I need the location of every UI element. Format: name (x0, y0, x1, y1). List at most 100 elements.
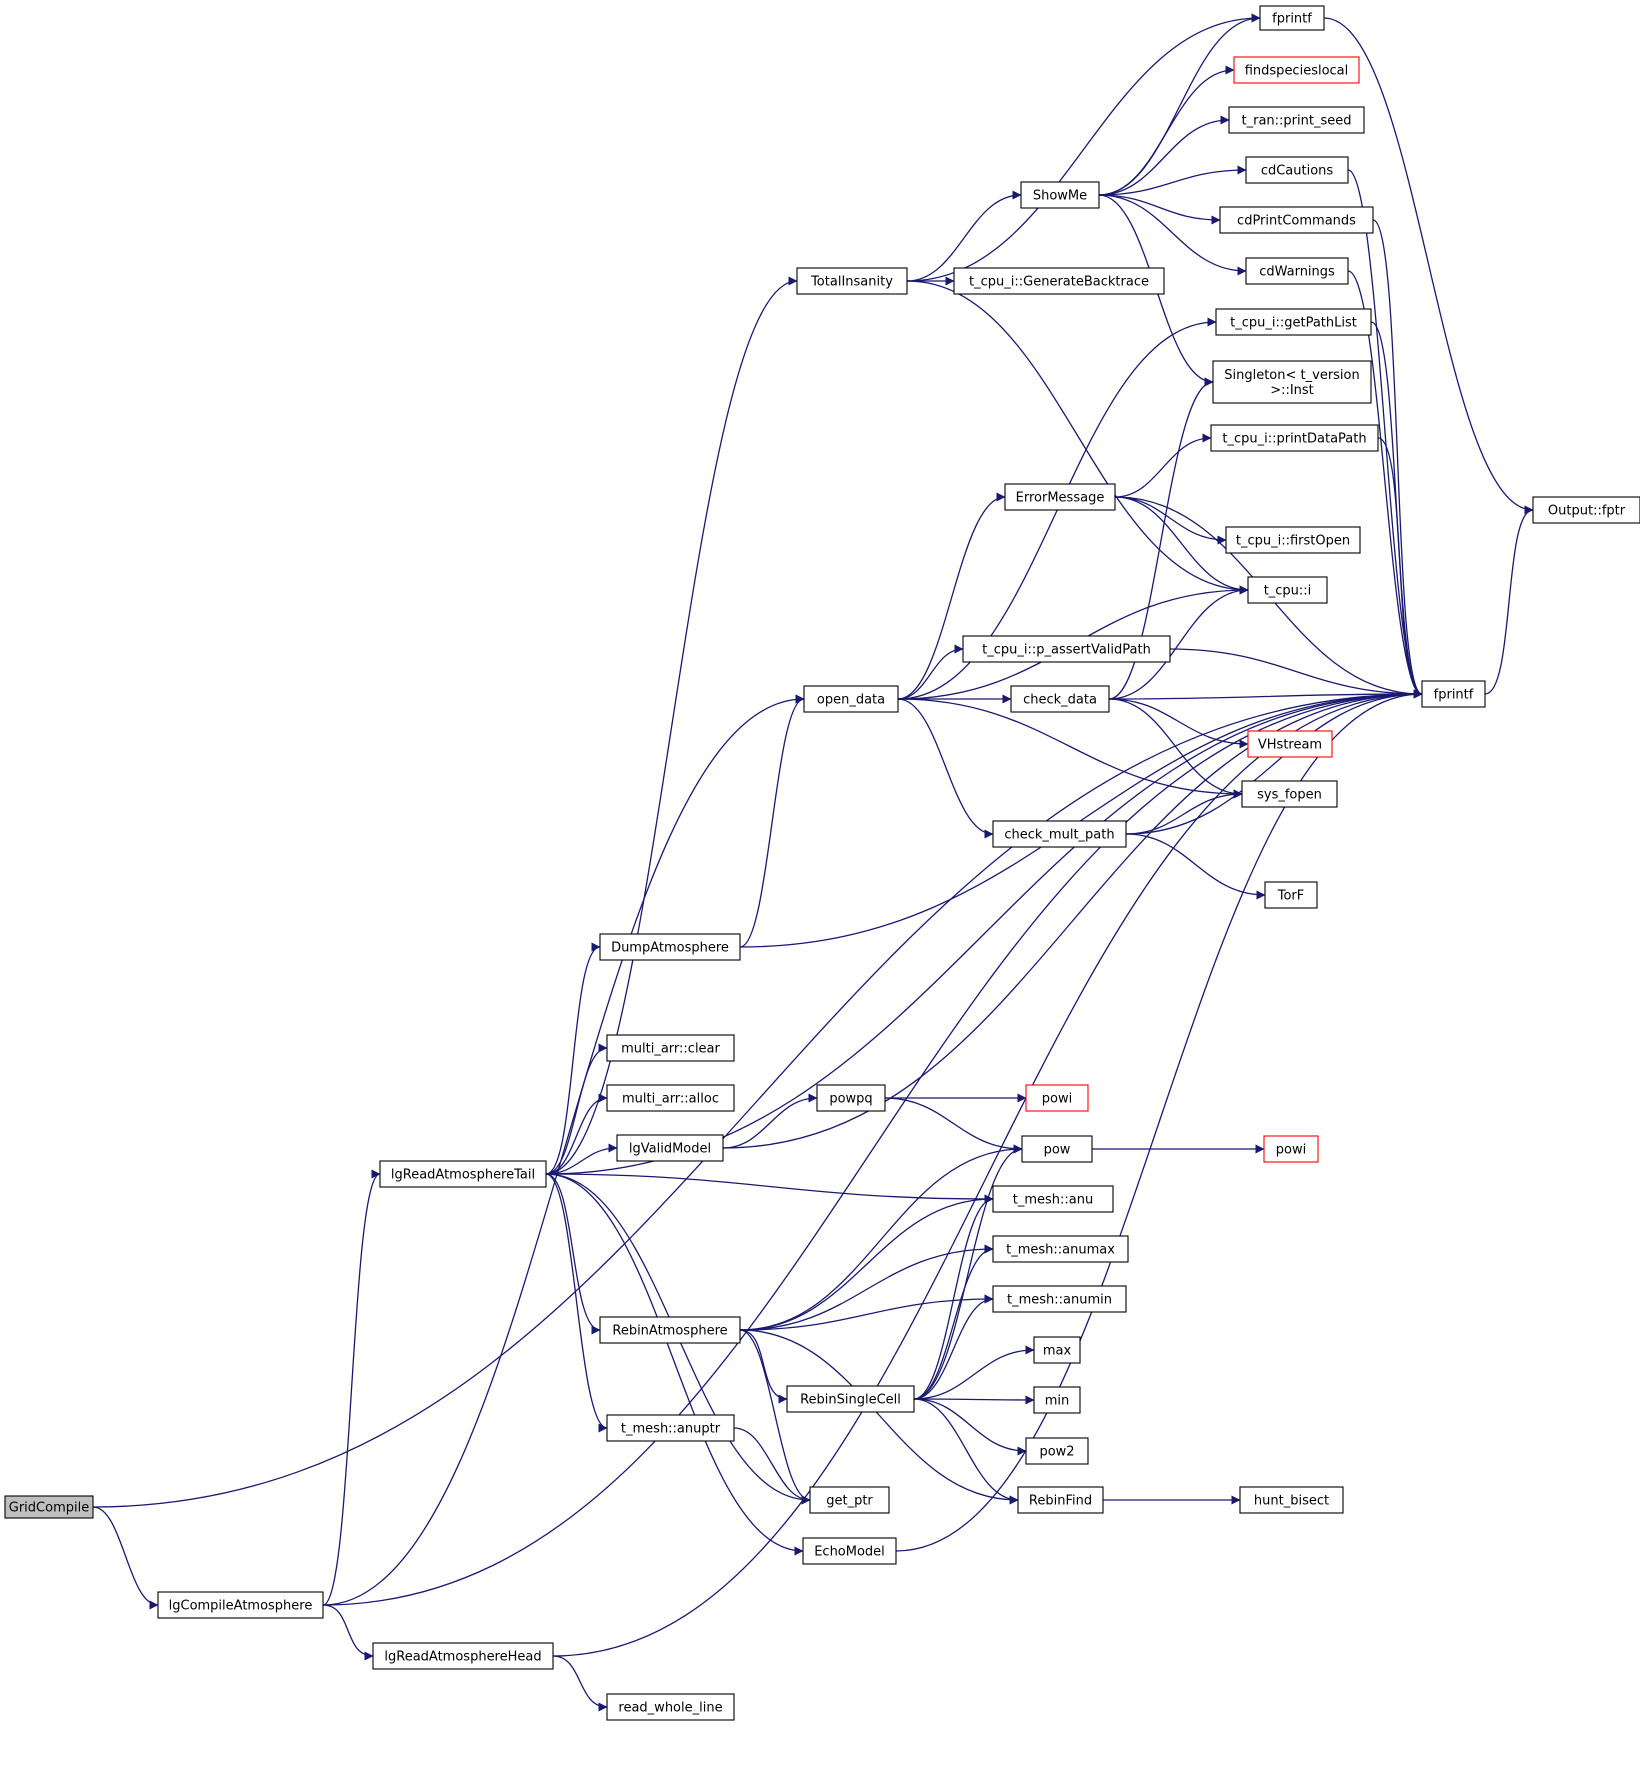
node-RebinFind[interactable]: RebinFind (1017, 1486, 1104, 1514)
node-open_data[interactable]: open_data (803, 685, 899, 713)
edge-path (913, 1398, 1027, 1456)
edge-path (545, 276, 798, 1175)
edge-path (913, 1144, 1023, 1400)
node-getPathList[interactable]: t_cpu_i::getPathList (1215, 308, 1372, 336)
node-TotalInsanity[interactable]: TotalInsanity (796, 267, 908, 295)
node-ShowMe[interactable]: ShowMe (1020, 181, 1100, 209)
node-clear[interactable]: multi_arr::clear (606, 1034, 735, 1062)
node-label: fprintf (1434, 688, 1474, 703)
edge-path (1169, 648, 1423, 699)
node-sys_fopen[interactable]: sys_fopen (1241, 780, 1338, 808)
node-label: RebinFind (1029, 1494, 1092, 1509)
node-powi1[interactable]: powi (1025, 1084, 1089, 1112)
edge-path (1108, 585, 1249, 700)
edge-open_data-to-check_mult_path (897, 698, 994, 839)
node-fptr[interactable]: Output::fptr (1532, 496, 1640, 524)
node-printDataPath[interactable]: t_cpu_i::printDataPath (1210, 424, 1379, 452)
node-label: t_cpu_i::printDataPath (1222, 432, 1366, 447)
node-GridCompile[interactable]: GridCompile (4, 1495, 94, 1519)
node-check_mult_path[interactable]: check_mult_path (992, 820, 1127, 848)
node-lgReadAtmosphereHead[interactable]: lgReadAtmosphereHead (372, 1642, 554, 1670)
node-label: pow2 (1039, 1445, 1074, 1460)
node-anumin[interactable]: t_mesh::anumin (992, 1285, 1127, 1313)
edge-check_mult_path-to-sys_fopen (1125, 789, 1243, 835)
node-label: Output::fptr (1548, 504, 1626, 519)
node-min[interactable]: min (1033, 1386, 1081, 1414)
node-lgValidModel[interactable]: lgValidModel (616, 1134, 724, 1162)
edge-path (1125, 689, 1423, 835)
node-box (1033, 1336, 1081, 1364)
node-lgCompileAtmosphere[interactable]: lgCompileAtmosphere (157, 1591, 324, 1619)
node-box (606, 1034, 735, 1062)
node-ErrorMessage[interactable]: ErrorMessage (1004, 483, 1116, 511)
node-fprintf_top[interactable]: fprintf (1259, 5, 1325, 31)
node-powpq[interactable]: powpq (816, 1084, 886, 1112)
edge-path (545, 1173, 804, 1556)
node-cdWarnings[interactable]: cdWarnings (1245, 257, 1349, 285)
edge-path (545, 1173, 601, 1335)
node-VHstream[interactable]: VHstream (1247, 730, 1333, 758)
node-box (1259, 5, 1325, 31)
edge-path (897, 492, 1006, 700)
node-label: cdPrintCommands (1237, 214, 1356, 229)
node-GenerateBacktrace[interactable]: t_cpu_i::GenerateBacktrace (953, 267, 1165, 295)
edge-ShowMe-to-findspecieslocal (1098, 65, 1235, 196)
node-powi2[interactable]: powi (1263, 1135, 1319, 1163)
edge-path (1108, 377, 1214, 700)
edge-lgReadAtmosphereTail-to-RebinAtmosphere (545, 1173, 601, 1335)
node-box (1025, 1437, 1089, 1465)
node-EchoModel[interactable]: EchoModel (802, 1537, 897, 1565)
node-box (1017, 1486, 1104, 1514)
node-alloc[interactable]: multi_arr::alloc (606, 1084, 735, 1112)
edge-path (913, 1345, 1035, 1400)
node-print_seed[interactable]: t_ran::print_seed (1228, 106, 1365, 134)
node-get_ptr[interactable]: get_ptr (809, 1486, 890, 1514)
edge-path (1098, 165, 1247, 196)
node-max[interactable]: max (1033, 1336, 1081, 1364)
node-pow2[interactable]: pow2 (1025, 1437, 1089, 1465)
edge-path (322, 1604, 374, 1661)
node-label: ErrorMessage (1016, 491, 1105, 506)
edge-path (913, 1194, 994, 1400)
edge-RebinAtmosphere-to-RebinSingleCell (739, 1329, 788, 1404)
node-box (1228, 106, 1365, 134)
edge-RebinSingleCell-to-max (913, 1345, 1035, 1400)
node-anumax[interactable]: t_mesh::anumax (992, 1235, 1129, 1263)
node-box (379, 1160, 547, 1188)
node-RebinAtmosphere[interactable]: RebinAtmosphere (599, 1316, 741, 1344)
edge-powpq-to-pow (884, 1097, 1023, 1154)
node-SingletonInst[interactable]: Singleton< t_version>::Inst (1212, 360, 1372, 404)
node-box (606, 1414, 735, 1442)
edge-anuptr-to-get_ptr (733, 1427, 811, 1505)
node-TorF[interactable]: TorF (1264, 881, 1318, 909)
node-cdPrintCommands[interactable]: cdPrintCommands (1219, 206, 1374, 234)
node-box (1219, 206, 1374, 234)
node-firstOpen[interactable]: t_cpu_i::firstOpen (1225, 526, 1361, 554)
node-DumpAtmosphere[interactable]: DumpAtmosphere (599, 933, 741, 961)
node-anu[interactable]: t_mesh::anu (992, 1185, 1114, 1213)
edge-path (545, 942, 601, 1175)
edge-path (722, 689, 1423, 1149)
node-tcpui[interactable]: t_cpu::i (1247, 576, 1328, 604)
edge-path (92, 1506, 159, 1610)
node-pow[interactable]: pow (1021, 1135, 1093, 1163)
node-fprintf_main[interactable]: fprintf (1421, 680, 1486, 708)
edge-path (897, 644, 964, 700)
node-label: open_data (817, 693, 885, 708)
node-label: hunt_bisect (1254, 1494, 1329, 1509)
node-lgReadAtmosphereTail[interactable]: lgReadAtmosphereTail (379, 1160, 547, 1188)
node-read_whole_line[interactable]: read_whole_line (606, 1693, 735, 1721)
node-assertValidPath[interactable]: t_cpu_i::p_assertValidPath (962, 635, 1171, 663)
edge-path (739, 694, 805, 948)
node-hunt_bisect[interactable]: hunt_bisect (1239, 1486, 1344, 1514)
node-findspecieslocal[interactable]: findspecieslocal (1233, 56, 1360, 84)
edge-path (322, 694, 805, 1606)
edge-path (1108, 689, 1423, 700)
edge-path (1484, 505, 1534, 695)
node-anuptr[interactable]: t_mesh::anuptr (606, 1414, 735, 1442)
edge-path (739, 1244, 994, 1331)
node-cdCautions[interactable]: cdCautions (1245, 156, 1349, 184)
edge-lgReadAtmosphereTail-to-anu (545, 1173, 994, 1204)
node-check_data[interactable]: check_data (1010, 685, 1110, 713)
node-RebinSingleCell[interactable]: RebinSingleCell (786, 1385, 915, 1413)
